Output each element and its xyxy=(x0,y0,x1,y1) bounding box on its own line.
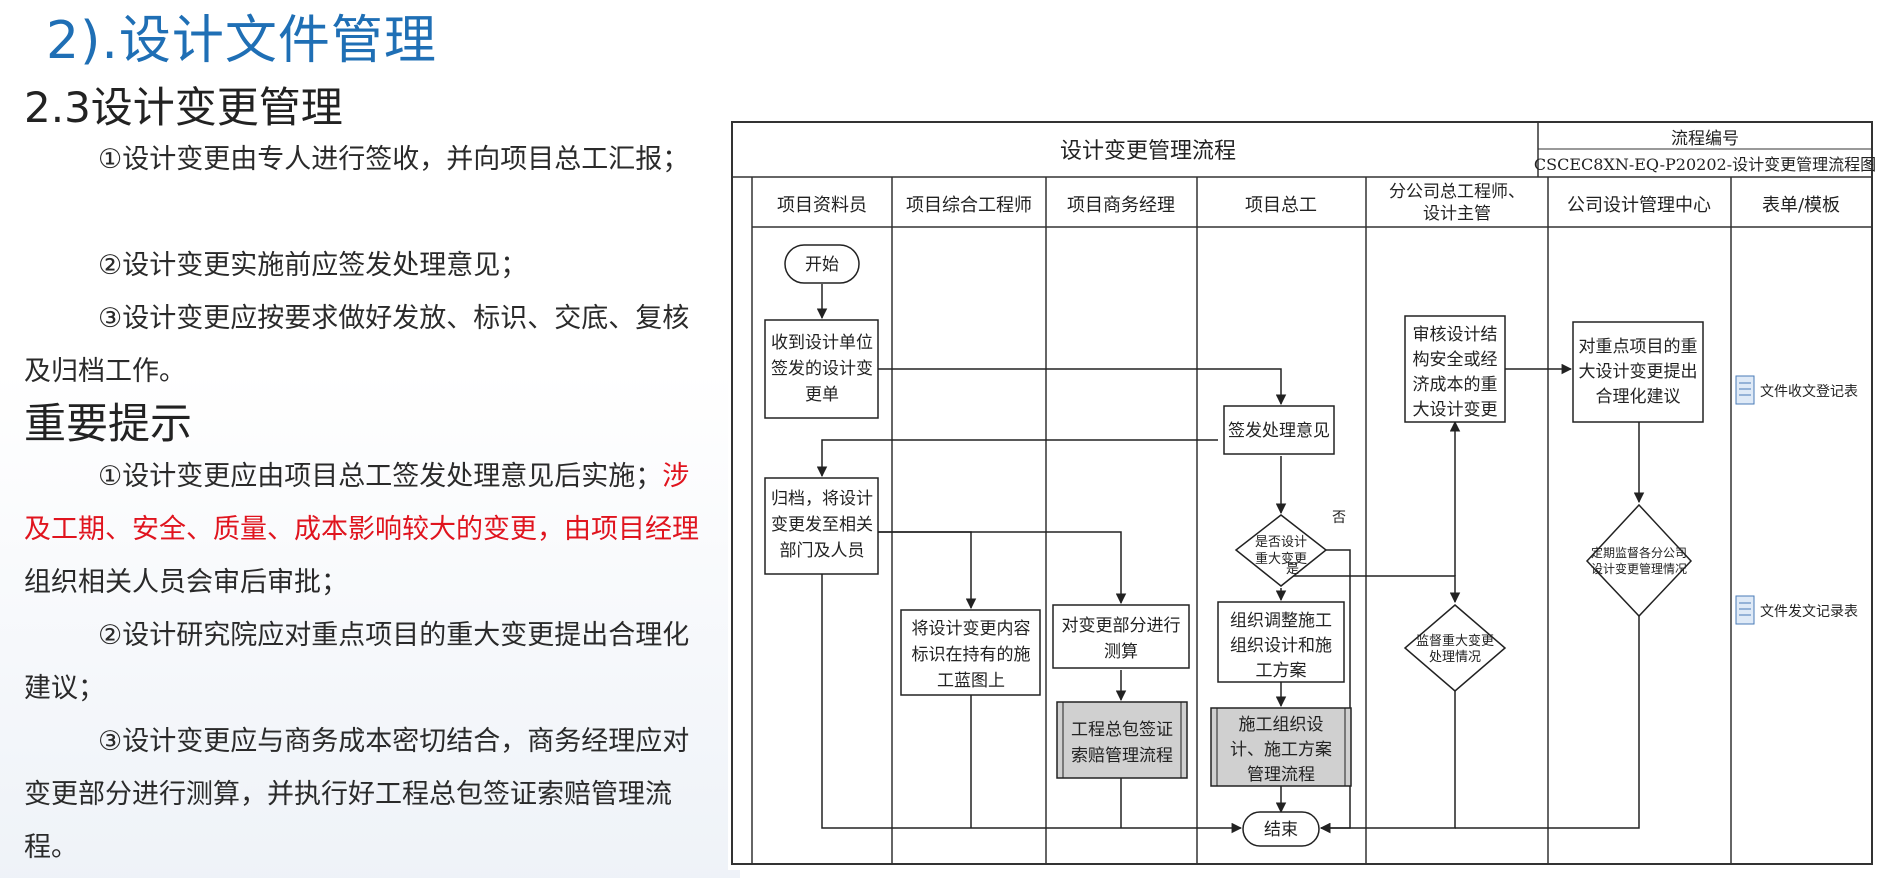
node-plan xyxy=(1210,707,1352,787)
paragraph-1: ①设计变更由专人进行签收，并向项目总工汇报； xyxy=(98,144,690,175)
svg-text:签发处理意见: 签发处理意见 xyxy=(1228,421,1330,441)
decision-yes-label: 是 xyxy=(1286,562,1299,577)
node-end xyxy=(1242,811,1320,847)
svg-text:重大变更: 重大变更 xyxy=(1255,551,1307,567)
background-city-image xyxy=(0,370,740,878)
node-organize xyxy=(1217,601,1345,683)
tip-1-text-a: ①设计变更应由项目总工签发处理意见后实施； xyxy=(98,461,663,492)
svg-text:工方案: 工方案 xyxy=(1256,661,1307,681)
svg-text:管理流程: 管理流程 xyxy=(1247,765,1315,785)
lane-header-4: 项目总工 xyxy=(1245,195,1317,216)
node-monitor xyxy=(1403,604,1507,692)
flowchart-svg: 设计变更管理流程 流程编号 CSCEC8XN-EQ-P20202-设计变更管理流… xyxy=(731,121,1876,865)
svg-text:构安全或经: 构安全或经 xyxy=(1413,350,1498,370)
decision-no-label: 否 xyxy=(1332,510,1346,526)
node-mark xyxy=(900,609,1041,696)
svg-text:定期监督各分公司: 定期监督各分公司 xyxy=(1591,545,1687,560)
svg-text:签发的设计变: 签发的设计变 xyxy=(771,359,873,379)
svg-text:处理情况: 处理情况 xyxy=(1429,650,1481,665)
svg-text:是否设计: 是否设计 xyxy=(1255,535,1307,550)
node-supervise xyxy=(1585,503,1693,618)
svg-text:工蓝图上: 工蓝图上 xyxy=(937,671,1005,691)
flowchart-code-label: 流程编号 xyxy=(1671,129,1739,149)
svg-text:更单: 更单 xyxy=(805,385,839,405)
flowchart-diagram: 设计变更管理流程 流程编号 CSCEC8XN-EQ-P20202-设计变更管理流… xyxy=(728,118,1876,870)
lane-header-6: 公司设计管理中心 xyxy=(1567,195,1711,216)
lane-header-5: 分公司总工程师、 xyxy=(1389,182,1525,202)
svg-text:监督重大变更: 监督重大变更 xyxy=(1416,633,1494,649)
flowchart-frame xyxy=(731,121,1873,865)
node-archive xyxy=(764,477,879,575)
svg-text:大设计变更: 大设计变更 xyxy=(1413,400,1498,420)
lane-header-2: 项目综合工程师 xyxy=(906,195,1032,216)
node-decision xyxy=(1234,514,1328,587)
document-icon xyxy=(1735,375,1755,405)
svg-text:工程总包签证: 工程总包签证 xyxy=(1071,720,1173,740)
svg-text:测算: 测算 xyxy=(1104,642,1138,662)
svg-text:合理化建议: 合理化建议 xyxy=(1596,387,1681,407)
tip-1: ①设计变更应由项目总工签发处理意见后实施；涉及工期、安全、质量、成本影响较大的变… xyxy=(24,450,704,609)
node-claim xyxy=(1056,701,1188,779)
svg-text:设计变更管理情况: 设计变更管理情况 xyxy=(1591,561,1687,576)
lane-header-7: 表单/模板 xyxy=(1762,195,1840,216)
svg-text:组织设计和施: 组织设计和施 xyxy=(1230,636,1332,656)
lane-header-1: 项目资料员 xyxy=(777,195,867,216)
node-issue xyxy=(1223,405,1335,455)
svg-text:标识在持有的施: 标识在持有的施 xyxy=(912,645,1031,665)
svg-text:济成本的重: 济成本的重 xyxy=(1413,375,1498,395)
svg-text:变更发至相关: 变更发至相关 xyxy=(771,515,873,535)
node-start-label: 开始 xyxy=(805,255,839,275)
flowchart-code-value: CSCEC8XN-EQ-P20202-设计变更管理流程图 xyxy=(1534,155,1876,174)
svg-text:审核设计结: 审核设计结 xyxy=(1413,325,1498,345)
node-measure xyxy=(1052,604,1190,669)
svg-text:对重点项目的重: 对重点项目的重 xyxy=(1579,337,1698,357)
node-suggest xyxy=(1572,321,1704,423)
flowchart-title: 设计变更管理流程 xyxy=(1060,139,1236,164)
node-review xyxy=(1404,315,1506,423)
lane-header-3: 项目商务经理 xyxy=(1067,195,1175,216)
svg-text:索赔管理流程: 索赔管理流程 xyxy=(1071,746,1173,766)
tip-3: ③设计变更应与商务成本密切结合，商务经理应对变更部分进行测算，并执行好工程总包签… xyxy=(24,726,690,863)
svg-text:施工组织设: 施工组织设 xyxy=(1239,715,1324,735)
lane-header-5-line2: 设计主管 xyxy=(1423,204,1491,224)
form-label-2: 文件发文记录表 xyxy=(1760,604,1858,620)
tip-1-highlight: 涉及工期、安全、质量、成本影响较大的变更，由项目经理 xyxy=(24,461,699,545)
svg-text:对变更部分进行: 对变更部分进行 xyxy=(1062,616,1181,636)
document-icon xyxy=(1735,595,1755,625)
form-label-1: 文件收文登记表 xyxy=(1760,384,1858,400)
paragraph-3: ③设计变更应按要求做好发放、标识、交底、复核及归档工作。 xyxy=(24,303,690,387)
svg-text:收到设计单位: 收到设计单位 xyxy=(771,333,873,353)
svg-text:部门及人员: 部门及人员 xyxy=(780,541,865,561)
node-start xyxy=(784,244,860,284)
section-title: 2.3设计变更管理 xyxy=(24,83,343,132)
node-receive xyxy=(764,319,879,419)
svg-text:大设计变更提出: 大设计变更提出 xyxy=(1579,362,1698,382)
svg-text:计、施工方案: 计、施工方案 xyxy=(1230,740,1332,760)
svg-text:将设计变更内容: 将设计变更内容 xyxy=(912,619,1031,639)
tip-1-text-b: 组织相关人员会审后审批； xyxy=(24,567,348,598)
tips-title: 重要提示 xyxy=(24,399,193,448)
svg-text:归档，将设计: 归档，将设计 xyxy=(771,489,873,509)
tip-2: ②设计研究院应对重点项目的重大变更提出合理化建议； xyxy=(24,620,690,704)
paragraph-2: ②设计变更实施前应签发处理意见； xyxy=(98,250,528,281)
page-title: 2).设计文件管理 xyxy=(46,11,437,71)
node-end-label: 结束 xyxy=(1264,820,1298,840)
svg-text:组织调整施工: 组织调整施工 xyxy=(1230,611,1332,631)
